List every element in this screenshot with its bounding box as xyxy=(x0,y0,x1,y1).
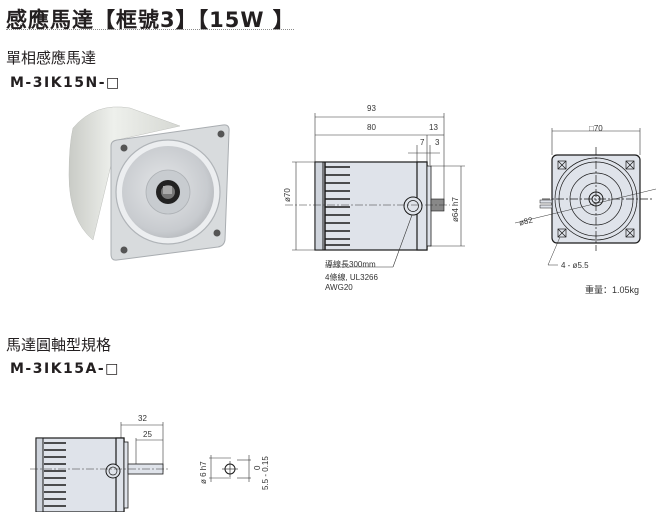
title-divider xyxy=(6,29,294,30)
dim-gap-3: 3 xyxy=(435,138,440,147)
dim-mounting-holes: 4 - ø5.5 xyxy=(561,261,589,270)
dim-shaft-diameter: ø 6 h7 xyxy=(199,461,208,484)
dim-body-diameter: ø70 xyxy=(283,188,292,202)
dim-total-length: 93 xyxy=(367,104,376,113)
section-heading-single-phase: 單相感應馬達 xyxy=(6,49,97,67)
model-number-n: M-3IK15N-□ xyxy=(10,75,121,91)
dim-flat-tolerance: 5.5 - 0.15 xyxy=(261,456,270,490)
dim-shaft-length: 25 xyxy=(143,430,152,439)
section-heading-round-shaft: 馬達圓軸型規格 xyxy=(6,336,112,354)
shaft-cross-section-drawing xyxy=(209,455,251,482)
motor-weight: 重量：1.05kg xyxy=(585,285,640,295)
dim-front-length: 13 xyxy=(429,123,438,132)
dim-pilot-diameter: ø64 h7 xyxy=(451,197,460,222)
motor-photo xyxy=(68,106,230,261)
cable-gauge-note: AWG20 xyxy=(325,283,353,292)
round-shaft-side-view-drawing xyxy=(30,422,168,512)
cable-spec-note: 4條線, UL3266 xyxy=(325,273,378,282)
dim-body-length: 80 xyxy=(367,123,376,132)
page-title: 感應馬達【框號3】【15W 】 xyxy=(6,8,295,32)
cable-length-note: 導線長300mm xyxy=(325,260,376,269)
dim-shaft-total: 32 xyxy=(138,414,147,423)
model-number-a: M-3IK15A-□ xyxy=(10,361,120,377)
dim-square: □70 xyxy=(589,124,603,133)
dim-gap-7: 7 xyxy=(420,138,425,147)
motor-side-view-drawing xyxy=(285,113,465,268)
motor-front-view-drawing xyxy=(514,128,657,266)
